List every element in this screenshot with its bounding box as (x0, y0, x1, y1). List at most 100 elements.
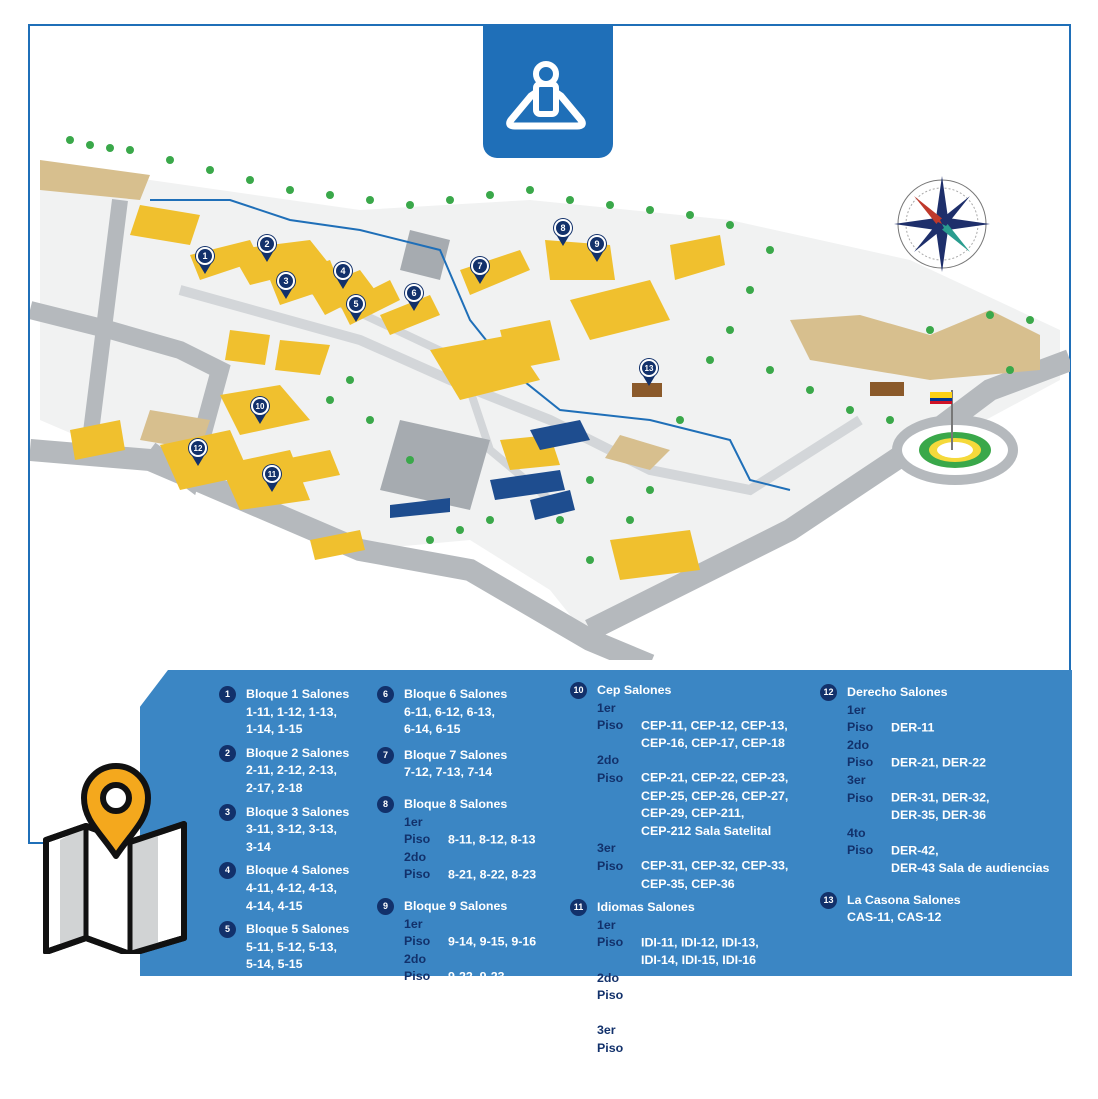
legend-rooms: 8-21, 8-22, 8-23 (448, 867, 537, 882)
parking-lot (380, 420, 490, 510)
roundabout-center (937, 442, 973, 458)
legend-rooms: DER-35, DER-36 (891, 808, 987, 823)
map-marker-6[interactable]: 6 (404, 283, 424, 311)
legend-rooms: CEP-31, CEP-32, CEP-33, (641, 858, 789, 873)
legend-number: 10 (570, 682, 587, 699)
legend-rooms: 9-22, 9-23 (448, 969, 505, 984)
map-marker-8[interactable]: 8 (553, 218, 573, 246)
legend-rooms: DER-11 (891, 720, 935, 735)
marker-label: 6 (411, 288, 416, 298)
compass-rose-icon (894, 176, 990, 272)
side-road (82, 199, 128, 441)
legend-rooms: CEP-212 Sala Satelital (641, 823, 772, 838)
map-marker-3[interactable]: 3 (276, 271, 296, 299)
marker-label: 11 (268, 470, 277, 479)
marker-label: 13 (645, 364, 654, 373)
floor-label: 1er Piso (597, 917, 624, 950)
floor-label: 2do Piso (597, 753, 624, 785)
legend-rooms: CEP-35, CEP-36 (641, 876, 735, 891)
floor-label: 3er Piso (597, 841, 624, 873)
legend-rooms: IDI-37, IDI-38 (641, 1076, 716, 1091)
legend-entry-2[interactable]: 2 Bloque 2 Salones 2-11, 2-12, 2-13, 2-1… (219, 744, 369, 798)
legend-title: Bloque 2 Salones (246, 745, 350, 760)
map-marker-12[interactable]: 12 (188, 438, 208, 466)
floor-label: 3er Piso (847, 772, 874, 805)
legend-rooms: DER-31, DER-32, (891, 790, 990, 805)
legend-rooms: 8-11, 8-12, 8-13 (448, 832, 536, 847)
legend-number: 2 (219, 744, 236, 762)
legend-number: 3 (219, 803, 236, 821)
map-marker-5[interactable]: 5 (346, 294, 366, 322)
marker-label: 2 (264, 239, 269, 249)
legend-rooms: 4-11, 4-12, 4-13, (246, 880, 337, 895)
floor-label: 4to Piso (847, 825, 874, 858)
legend-number: 8 (377, 795, 394, 813)
legend-number: 11 (570, 899, 587, 917)
legend-rooms: 5-14, 5-15 (246, 957, 303, 972)
marker-label: 12 (194, 444, 203, 453)
legend-column-1: 1 Bloque 1 Salones 1-11, 1-12, 1-13, 1-1… (219, 686, 369, 980)
university-logo-icon (506, 61, 586, 130)
la-casona-building (632, 383, 662, 397)
legend-rooms: CAS-11, CAS-12 (847, 910, 942, 925)
marker-label: 9 (594, 239, 599, 249)
legend-entry-6[interactable]: 6 Bloque 6 Salones 6-11, 6-12, 6-13, 6-1… (377, 686, 557, 739)
sports-court (605, 435, 670, 470)
legend-rooms: IDI-11, IDI-12, IDI-13, (641, 935, 759, 950)
floor-label: 2do Piso (404, 849, 431, 882)
legend-entry-1[interactable]: 1 Bloque 1 Salones 1-11, 1-12, 1-13, 1-1… (219, 686, 369, 739)
legend-rooms: 4-14, 4-15 (246, 898, 303, 913)
legend-entry-4[interactable]: 4 Bloque 4 Salones 4-11, 4-12, 4-13, 4-1… (219, 862, 369, 915)
floor-label: 1er Piso (404, 916, 431, 949)
legend-number: 7 (377, 746, 394, 764)
legend-number: 12 (820, 684, 837, 701)
legend-rooms: 5-11, 5-12, 5-13, (246, 939, 337, 954)
chapel-building (870, 382, 904, 396)
map-markers: 1 2 3 4 5 6 7 8 (188, 218, 659, 492)
legend-number: 13 (820, 891, 837, 909)
legend-rooms: IDI-34, IDI-35, IDI-36, (641, 1058, 760, 1073)
legend-rooms: 6-11, 6-12, 6-13, (404, 704, 495, 719)
legend-rooms: DER-43 Sala de audiencias (891, 860, 1050, 875)
legend-rooms: 3-11, 3-12, 3-13, (246, 822, 337, 837)
legend-number: 1 (219, 686, 236, 703)
floor-label: 2do Piso (847, 737, 874, 770)
legend-rooms: 9-14, 9-15, 9-16 (448, 934, 537, 949)
campus-map: 1 2 3 4 5 6 7 8 (30, 136, 1070, 660)
legend-rooms: 6-14, 6-15 (404, 722, 461, 737)
map-marker-1[interactable]: 1 (195, 246, 215, 274)
marker-label: 3 (283, 276, 288, 286)
legend-rooms: CEP-11, CEP-12, CEP-13, (641, 718, 788, 733)
legend-rooms: IDI-21, IDI-22, IDI-23, (641, 988, 760, 1003)
legend-entry-13[interactable]: 13 La Casona Salones CAS-11, CAS-12 (820, 891, 1060, 927)
legend-title: Idiomas Salones (597, 900, 695, 915)
legend-number: 4 (219, 862, 236, 880)
map-marker-10[interactable]: 10 (250, 396, 270, 424)
legend-title: Bloque 9 Salones (404, 898, 508, 913)
marker-label: 4 (340, 266, 345, 276)
internal-path (178, 285, 863, 496)
legend-entry-3[interactable]: 3 Bloque 3 Salones 3-11, 3-12, 3-13, 3-1… (219, 803, 369, 857)
map-marker-2[interactable]: 2 (257, 234, 277, 262)
legend-entry-5[interactable]: 5 Bloque 5 Salones 5-11, 5-12, 5-13, 5-1… (219, 921, 369, 974)
map-marker-13[interactable]: 13 (639, 358, 659, 386)
legend-rooms: IDI-24, IDI-25, IDI-26 (641, 1005, 756, 1020)
map-marker-9[interactable]: 9 (587, 234, 607, 262)
logo-tab (483, 24, 613, 158)
map-marker-4[interactable]: 4 (333, 261, 353, 289)
legend-number: 9 (377, 897, 394, 915)
map-marker-11[interactable]: 11 (262, 464, 282, 492)
floor-label: 1er Piso (847, 702, 874, 735)
marker-label: 10 (256, 402, 265, 411)
legend-entry-7[interactable]: 7 Bloque 7 Salones 7-12, 7-13, 7-14 (377, 746, 557, 782)
legend-entry-9[interactable]: 9 Bloque 9 Salones 1er Piso 9-14, 9-15, 9… (377, 897, 557, 986)
map-marker-7[interactable]: 7 (470, 256, 490, 284)
legend-rooms: CEP-29, CEP-211, (641, 806, 745, 821)
legend-rooms: CEP-21, CEP-22, CEP-23, (641, 770, 789, 785)
